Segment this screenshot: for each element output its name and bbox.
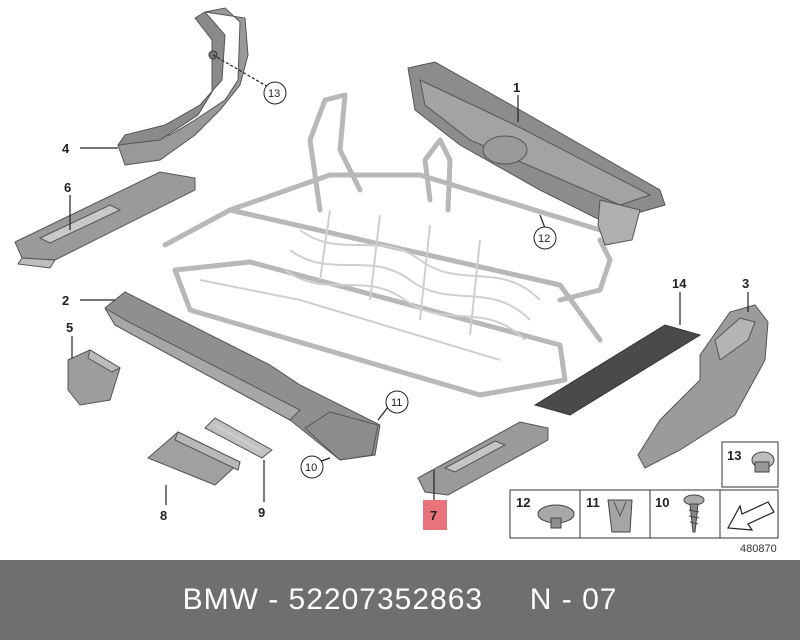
screw-icon: [683, 494, 705, 533]
seat-frame: [162, 92, 613, 398]
part-14-mat: [533, 324, 702, 416]
part-8-cover: [147, 431, 241, 486]
callout-12: 12: [538, 233, 550, 245]
part-6-trim-strip: [14, 171, 196, 269]
legend-label-10: 10: [655, 495, 669, 510]
legend-label-11: 11: [586, 495, 600, 510]
part-number-caption: BMW - 52207352863 N - 07: [182, 583, 618, 616]
callout-13: 13: [268, 88, 280, 100]
legend-label-12: 12: [516, 495, 530, 510]
push-rivet-icon: [537, 504, 575, 529]
clip-icon: [751, 451, 775, 473]
direction-arrow-icon: [727, 501, 775, 531]
callout-7-highlight: [423, 500, 447, 530]
part-9-bracket: [204, 417, 273, 459]
callout-11: 11: [391, 397, 402, 409]
callout-14: 14: [672, 276, 687, 291]
part-3-side-cover: [637, 304, 769, 469]
callout-5: 5: [66, 320, 73, 335]
callout-10: 10: [305, 462, 317, 474]
callout-1: 1: [513, 80, 520, 95]
parts-diagram: 1 2 3 4 5 6 7 8 9 10 11 12 13 14 13 12: [14, 7, 779, 555]
callout-6: 6: [64, 180, 71, 195]
part-2-long-trim: [104, 291, 381, 461]
callout-7: 7: [430, 508, 437, 523]
footer-bar: BMW - 52207352863 N - 07: [0, 560, 800, 640]
part-5-cap: [67, 349, 122, 406]
clip-nut-icon: [607, 499, 633, 533]
part-10-trim-end: [304, 411, 379, 461]
callout-8: 8: [160, 508, 167, 523]
reference-number: 480870: [740, 543, 777, 555]
callout-3: 3: [742, 276, 749, 291]
callout-4: 4: [62, 141, 70, 156]
part-7-trim-strip: [417, 421, 549, 496]
callout-2: 2: [62, 293, 69, 308]
part-4-side-trim: [116, 7, 249, 166]
callout-9: 9: [258, 505, 265, 520]
part-1-rear-panel: [407, 61, 666, 246]
callouts: 1 2 3 4 5 6 7 8 9 10 11 12 13 14: [62, 80, 749, 530]
legend-label-13: 13: [727, 448, 741, 463]
fastener-legend: 13 12 11 10 480870: [509, 441, 779, 555]
